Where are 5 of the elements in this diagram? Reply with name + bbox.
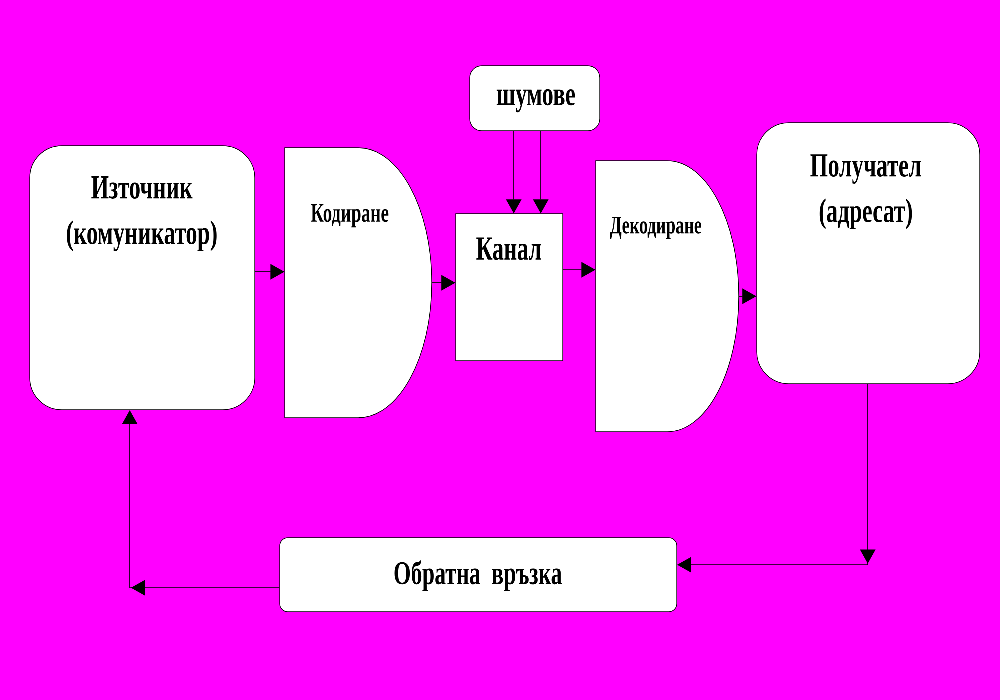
source-box: Източник (комуникатор) <box>30 146 256 410</box>
feedback-box: Обратна връзка <box>280 538 678 612</box>
noise-box: шумове <box>470 66 600 132</box>
channel-box: Канал <box>456 214 564 362</box>
receiver-box: Получател (адресат) <box>756 122 980 384</box>
